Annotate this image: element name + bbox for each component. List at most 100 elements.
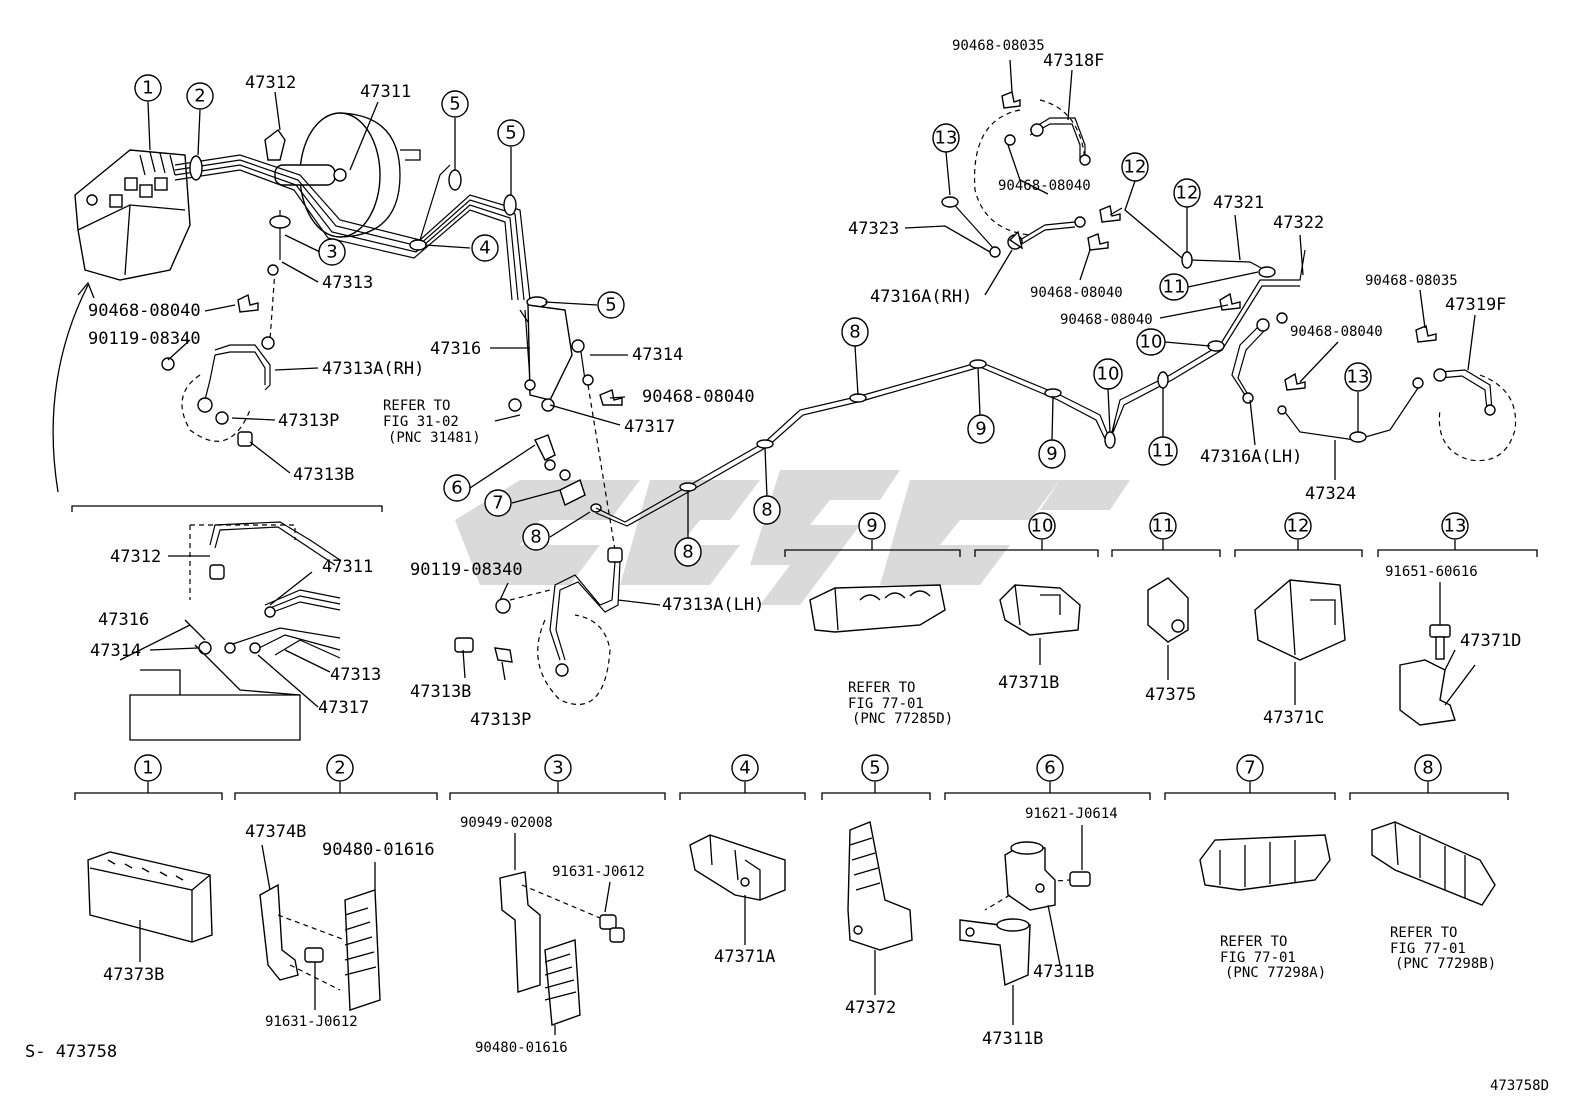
inset-label-47313: 47313 [330,665,381,685]
watermark-logo [455,470,1130,605]
label-47322: 47322 [1273,213,1324,233]
refer-31-line1: REFER TO [383,398,450,414]
label-90468-08040-b: 90468-08040 [642,387,755,407]
legend-num-1: 1 [142,758,153,779]
label-47316a-lh: 47316A(LH) [1200,447,1302,467]
callout-10a: 10 [1097,364,1120,385]
callout-1: 1 [142,78,153,99]
callout-12a: 12 [1176,183,1199,204]
clamp-3 [269,215,291,229]
legend-num-11: 11 [1152,516,1175,537]
flex-hose-rh [161,336,275,447]
callout-9b: 9 [1046,444,1057,465]
label-47316a-rh: 47316A(RH) [870,287,972,307]
callout-numbers: 1 2 3 4 5 5 5 6 7 8 8 8 8 9 9 10 10 11 1… [142,78,1369,563]
label-91631-j0612-b: 91631-J0612 [552,864,645,880]
label-91631-j0612-a: 91631-J0612 [265,1014,358,1030]
clamp-2 [189,155,203,181]
label-47324: 47324 [1305,484,1356,504]
brake-booster [274,112,421,238]
label-47371b: 47371B [998,673,1059,693]
callout-2: 2 [194,86,205,107]
legend-num-3: 3 [552,758,563,779]
label-90949-02008: 90949-02008 [460,815,553,831]
callout-12b: 12 [1124,157,1147,178]
label-47311b-b: 47311B [982,1029,1043,1049]
clamp-8c [849,393,867,403]
callout-5c: 5 [605,295,616,316]
callout-9a: 9 [975,419,986,440]
legend-num-9: 9 [866,516,877,537]
callout-8c: 8 [761,500,772,521]
label-91621-j0614: 91621-J0614 [1025,806,1118,822]
callout-8d: 8 [849,322,860,343]
callout-13b: 13 [1347,367,1370,388]
label-47375: 47375 [1145,685,1196,705]
label-90468-08040-d: 90468-08040 [1030,285,1123,301]
label-47316: 47316 [430,339,481,359]
callout-8a: 8 [530,527,541,548]
label-47317: 47317 [624,417,675,437]
legend-row-mid: 9 REFER TO FIG 77-01 (PNC 77285D) 10 473… [784,512,1538,728]
label-47321: 47321 [1213,193,1264,213]
label-47374b: 47374B [245,822,306,842]
callout-markers [134,74,1372,567]
legend-num-8: 8 [1422,758,1433,779]
label-47373b: 47373B [103,965,164,985]
refer-31-line2: FIG 31-02 [383,414,459,430]
label-47312: 47312 [245,73,296,93]
label-47319f: 47319F [1445,295,1506,315]
label-90468-08040-a: 90468-08040 [88,301,201,321]
legend-num-10: 10 [1031,516,1054,537]
label-91651-60616: 91651-60616 [1385,564,1478,580]
label-90468-08040-c: 90468-08040 [998,178,1091,194]
footer-ref-left: S- 473758 [25,1042,117,1062]
bracket-47312 [264,128,286,161]
callout-11b: 11 [1163,277,1186,298]
label-47313b-a: 47313B [293,465,354,485]
label-90468-08040-e: 90468-08040 [1060,312,1153,328]
clamp-9a [969,359,987,369]
clamp-12 [1181,251,1193,269]
label-47313p-b: 47313P [470,710,531,730]
callout-8b: 8 [682,542,693,563]
callout-4: 4 [479,238,490,259]
top-part-labels: 47312 47311 47313 90468-08040 90119-0834… [88,38,1506,730]
refer-31-line3: (PNC 31481) [388,430,481,446]
clamp-4 [409,239,427,251]
clamp-8a [679,482,697,492]
refer-8-line2: FIG 77-01 [1390,941,1466,957]
label-47313b-b: 47313B [410,682,471,702]
inset-detail: 47312 47311 47316 47314 47313 47317 [71,505,383,741]
refer-7a-line3: (PNC 77298A) [1225,965,1326,981]
label-47371a: 47371A [714,947,775,967]
inset-label-47311: 47311 [322,557,373,577]
legend-num-6: 6 [1044,758,1055,779]
flex-hose-lh [454,547,623,705]
label-47313a-lh: 47313A(LH) [662,595,764,615]
callout-5b: 5 [505,123,516,144]
clamp-10b [1207,340,1225,352]
inset-label-47312: 47312 [110,547,161,567]
legend-num-7: 7 [1244,758,1255,779]
legend-num-12: 12 [1287,516,1310,537]
legend-row-bottom: 1 47373B 2 47374B 90480-01616 91631-J061… [74,754,1509,1056]
callout-13a: 13 [935,128,958,149]
legend-num-2: 2 [334,758,345,779]
legend-num-5: 5 [869,758,880,779]
refer-77-line2: FIG 77-01 [848,696,924,712]
clamp-10a [1104,431,1116,449]
refer-7a-line2: FIG 77-01 [1220,950,1296,966]
clamp-11b [1258,266,1276,278]
clamp-5a [448,169,462,191]
label-47314: 47314 [632,345,683,365]
callout-3: 3 [326,242,337,263]
refer-8-line1: REFER TO [1390,925,1457,941]
label-47323: 47323 [848,219,899,239]
label-47313a-rh: 47313A(RH) [322,359,424,379]
label-47311: 47311 [360,82,411,102]
label-47313: 47313 [322,273,373,293]
label-47371c: 47371C [1263,708,1324,728]
